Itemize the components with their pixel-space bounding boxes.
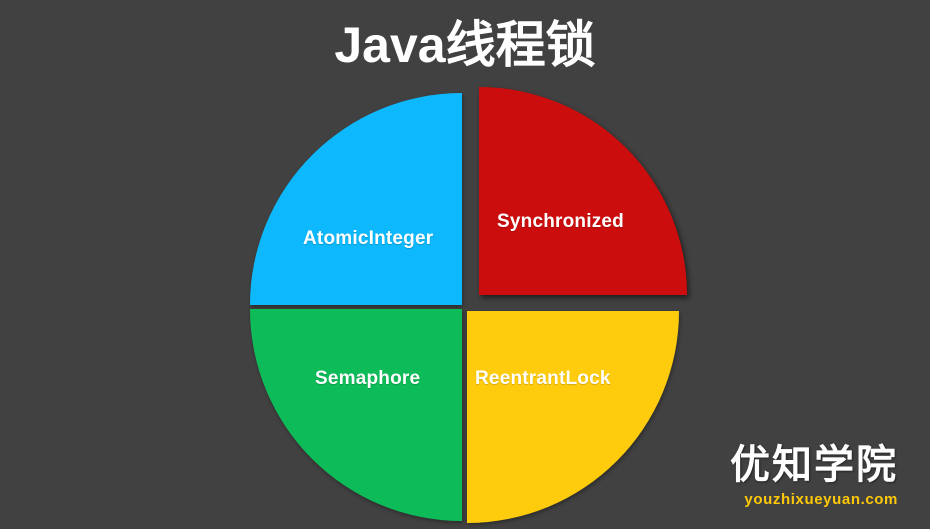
watermark-url: youzhixueyuan.com <box>744 491 898 508</box>
pie-slice-reentrantlock[interactable] <box>467 311 679 523</box>
pie-slice-label-atomicinteger: AtomicInteger <box>303 228 434 249</box>
pie-slice-semaphore[interactable] <box>250 309 462 521</box>
watermark: 优知学院 youzhixueyuan.com <box>730 442 898 507</box>
pie-slice-atomicinteger[interactable] <box>250 93 462 305</box>
pie-slice-label-synchronized: Synchronized <box>497 211 624 232</box>
pie-slice-label-reentrantlock: ReentrantLock <box>475 368 611 389</box>
watermark-brand: 优知学院 <box>730 443 898 487</box>
page-title: Java线程锁 <box>334 17 596 73</box>
pie-slice-synchronized[interactable] <box>479 87 687 295</box>
pie-slice-label-semaphore: Semaphore <box>315 368 421 389</box>
